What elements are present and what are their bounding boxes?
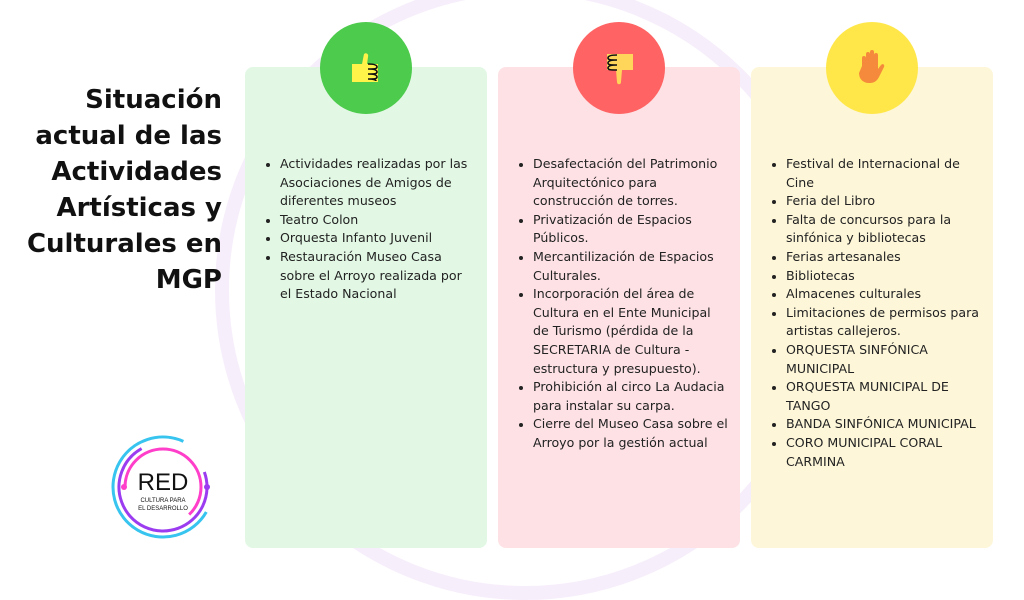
list-item: Festival de Internacional de Cine: [769, 155, 983, 192]
list-item: Teatro Colon: [263, 211, 477, 230]
thumbs-down-icon: [573, 22, 665, 114]
list-item: Restauración Museo Casa sobre el Arroyo …: [263, 248, 477, 304]
card-thumbs-down: Desafectación del Patrimonio Arquitectón…: [498, 67, 740, 548]
list-item: ORQUESTA SINFÓNICA MUNICIPAL: [769, 341, 983, 378]
list-item: Incorporación del área de Cultura en el …: [516, 285, 730, 378]
slide-title: Situación actual de las Actividades Artí…: [26, 85, 222, 295]
list-item: CORO MUNICIPAL CORAL CARMINA: [769, 434, 983, 471]
list-item: Ferias artesanales: [769, 248, 983, 267]
list-item: Desafectación del Patrimonio Arquitectón…: [516, 155, 730, 211]
list-item: ORQUESTA MUNICIPAL DE TANGO: [769, 378, 983, 415]
card-thumbs-up: Actividades realizadas por las Asociacio…: [245, 67, 487, 548]
list-item: Bibliotecas: [769, 267, 983, 286]
list-item: Privatización de Espacios Públicos.: [516, 211, 730, 248]
svg-text:EL DESARROLLO: EL DESARROLLO: [138, 506, 188, 512]
list-item: Cierre del Museo Casa sobre el Arroyo po…: [516, 415, 730, 452]
list-item: Falta de concursos para la sinfónica y b…: [769, 211, 983, 248]
thumbs-up-icon: [320, 22, 412, 114]
list-item: Almacenes culturales: [769, 285, 983, 304]
svg-text:CULTURA PARA: CULTURA PARA: [140, 498, 185, 504]
list-item: BANDA SINFÓNICA MUNICIPAL: [769, 415, 983, 434]
list-item: Prohibición al circo La Audacia para ins…: [516, 378, 730, 415]
red-logo: RED CULTURA PARA EL DESARROLLO: [108, 432, 218, 542]
list-item: Limitaciones de permisos para artistas c…: [769, 304, 983, 341]
list-item: Feria del Libro: [769, 192, 983, 211]
list-item: Mercantilización de Espacios Culturales.: [516, 248, 730, 285]
bullet-list: Desafectación del Patrimonio Arquitectón…: [516, 155, 730, 453]
list-item: Orquesta Infanto Juvenil: [263, 229, 477, 248]
stop-hand-icon: [826, 22, 918, 114]
svg-text:RED: RED: [138, 469, 189, 496]
list-item: Actividades realizadas por las Asociacio…: [263, 155, 477, 211]
bullet-list: Actividades realizadas por las Asociacio…: [263, 155, 477, 304]
